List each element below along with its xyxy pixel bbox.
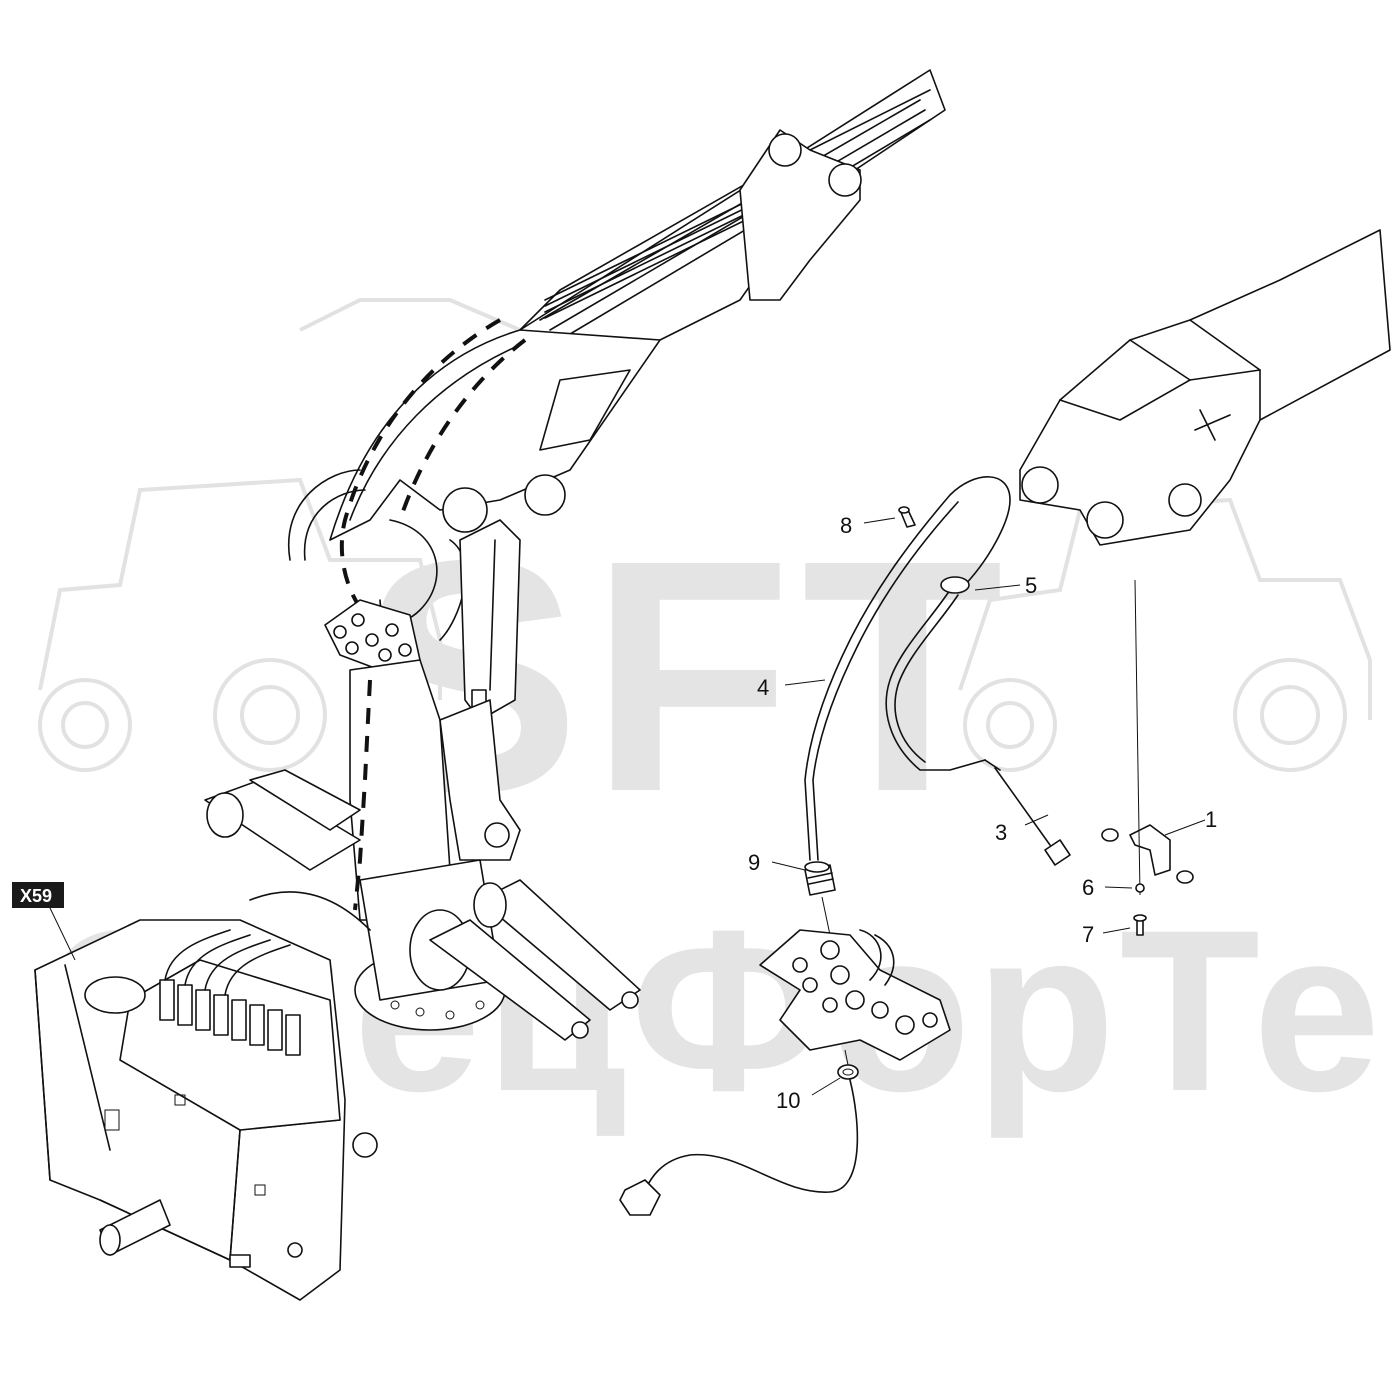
tower-column xyxy=(204,659,641,1041)
part-8-bolt xyxy=(898,506,916,528)
part-7-screw xyxy=(1133,914,1147,936)
callout-8[interactable]: 8 xyxy=(840,513,852,538)
callout-4[interactable]: 4 xyxy=(757,675,769,700)
part-3-fitting xyxy=(984,759,1071,866)
watermark-tractor-left xyxy=(38,298,542,772)
callout-5[interactable]: 5 xyxy=(1025,573,1037,598)
part-4-tube xyxy=(804,476,1011,861)
part-9-grommet xyxy=(804,861,836,936)
part-10-grommet xyxy=(837,1049,859,1080)
part-6-washer xyxy=(1135,883,1145,893)
callout-3[interactable]: 3 xyxy=(995,820,1007,845)
callout-labels: 1 3 4 5 6 7 8 9 10 xyxy=(748,513,1217,1113)
callout-1[interactable]: 1 xyxy=(1205,807,1217,832)
part-1-bracket xyxy=(1101,579,1194,896)
callout-7[interactable]: 7 xyxy=(1082,922,1094,947)
sensor-cable xyxy=(619,1079,859,1216)
callout-9[interactable]: 9 xyxy=(748,850,760,875)
callout-6[interactable]: 6 xyxy=(1082,875,1094,900)
chassis-valve-block xyxy=(34,919,378,1301)
arm-bracket-right xyxy=(1019,229,1391,546)
part-5-clamp-tube xyxy=(885,576,986,771)
watermark-tractor-right xyxy=(958,497,1372,772)
callout-leaders xyxy=(771,517,1206,1096)
manifold-plate-lower xyxy=(759,929,951,1061)
callout-10[interactable]: 10 xyxy=(776,1088,800,1113)
reference-tag-label: X59 xyxy=(20,886,52,906)
reference-tag-x59[interactable]: X59 xyxy=(12,882,76,961)
boom-assembly xyxy=(287,69,946,721)
